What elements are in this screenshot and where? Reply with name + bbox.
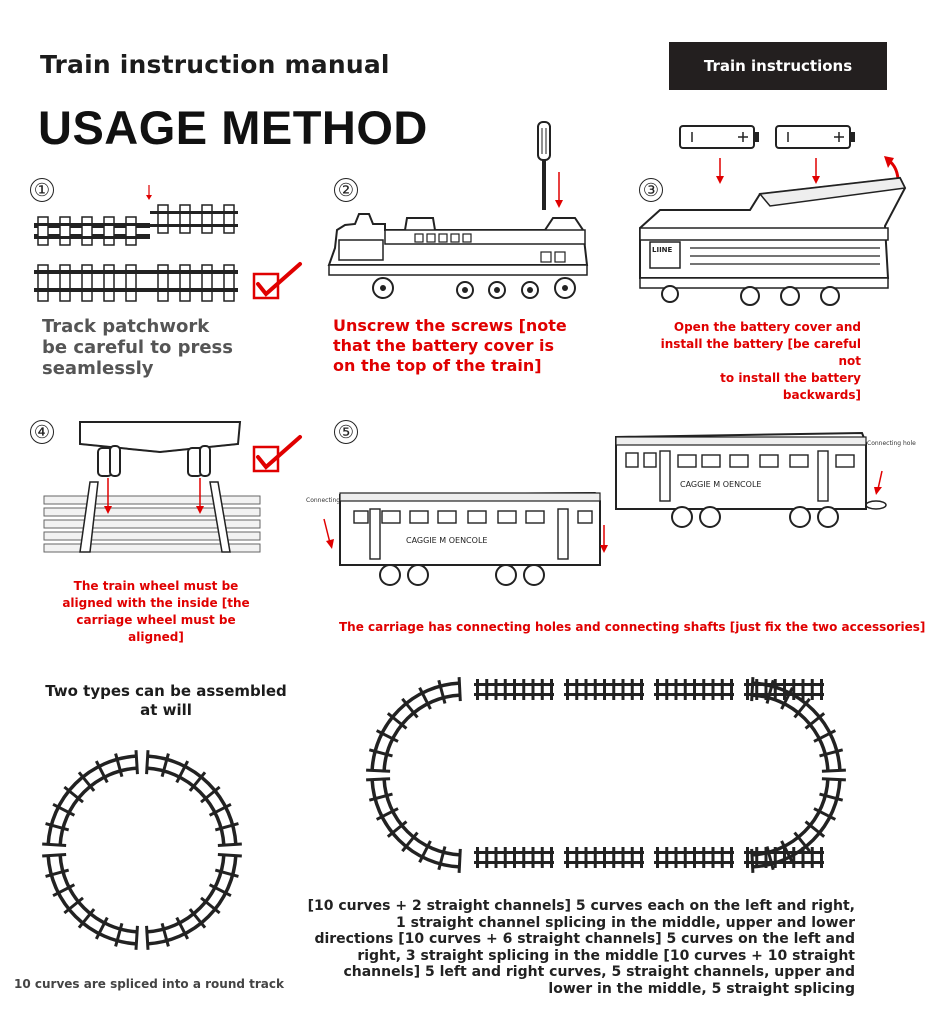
carriage-connection-illustration: CAGGIE M OENCOLE CAGGIE M OENCOLE — [323, 431, 887, 586]
curve-track-piece — [750, 677, 846, 773]
track-piece-joined — [34, 264, 238, 302]
step-2-caption: Unscrew the screws [note that the batter… — [333, 316, 567, 375]
straight-track-piece — [654, 679, 734, 700]
wheel-alignment-illustration — [43, 421, 261, 553]
check-mark-icon — [252, 435, 302, 473]
curve-track-piece — [42, 853, 139, 950]
step-1-caption: Track patchwork be careful to press seam… — [42, 316, 233, 379]
screwdriver-icon — [537, 121, 551, 210]
straight-track-piece — [744, 847, 824, 868]
step-4-caption: The train wheel must be aligned with the… — [62, 579, 250, 644]
oval-track-description: [10 curves + 2 straight channels] 5 curv… — [307, 898, 855, 997]
locomotive-illustration — [327, 121, 589, 299]
step-2-number: ② — [334, 178, 358, 202]
step-3-caption: Open the battery cover and install the b… — [660, 320, 861, 402]
step-5-number: ⑤ — [334, 420, 358, 444]
curve-track-piece — [750, 777, 846, 873]
battery-icon — [775, 125, 855, 149]
curve-track-piece — [366, 677, 462, 773]
round-track-caption: 10 curves are spliced into a round track — [14, 977, 284, 991]
carriage-front: CAGGIE M OENCOLE — [339, 491, 601, 586]
straight-track-piece — [474, 847, 554, 868]
track-piece-upper-left — [34, 216, 150, 246]
straight-track-piece — [564, 847, 644, 868]
step-4-number: ④ — [30, 420, 54, 444]
usage-method-heading: USAGE METHOD — [38, 101, 428, 154]
connecting-shaft-label: Connecting shaft — [306, 497, 357, 504]
straight-track-piece — [474, 679, 554, 700]
battery-icon — [679, 125, 759, 149]
straight-track-piece — [654, 847, 734, 868]
round-track-illustration — [42, 750, 242, 950]
track-piece-upper-right — [150, 204, 238, 234]
manual-title: Train instruction manual — [40, 50, 390, 79]
svg-text:CAGGIE M OENCOLE: CAGGIE M OENCOLE — [406, 536, 487, 545]
check-mark-icon — [252, 262, 302, 300]
oval-track-illustration — [366, 677, 846, 873]
track-patchwork-illustration — [34, 185, 238, 302]
step-5-caption: The carriage has connecting holes and co… — [339, 620, 926, 634]
step-3-number: ③ — [639, 178, 663, 202]
assembly-caption: Two types can be assembled at will — [45, 682, 287, 719]
curve-track-piece — [366, 777, 462, 873]
step-1-number: ① — [30, 178, 54, 202]
curve-track-piece — [145, 750, 242, 847]
svg-text:CAGGIE M OENCOLE: CAGGIE M OENCOLE — [680, 480, 761, 489]
curve-track-piece — [145, 853, 242, 950]
connecting-hole-label: Connecting hole — [867, 440, 916, 447]
curve-track-piece — [42, 750, 139, 847]
instructions-badge: Train instructions — [669, 42, 887, 90]
straight-track-piece — [564, 679, 644, 700]
carriage-rear: CAGGIE M OENCOLE — [615, 431, 887, 528]
loco-label: LIINE — [652, 246, 673, 254]
battery-install-illustration: LIINE — [639, 125, 907, 306]
arrow-down-icon — [146, 185, 152, 200]
